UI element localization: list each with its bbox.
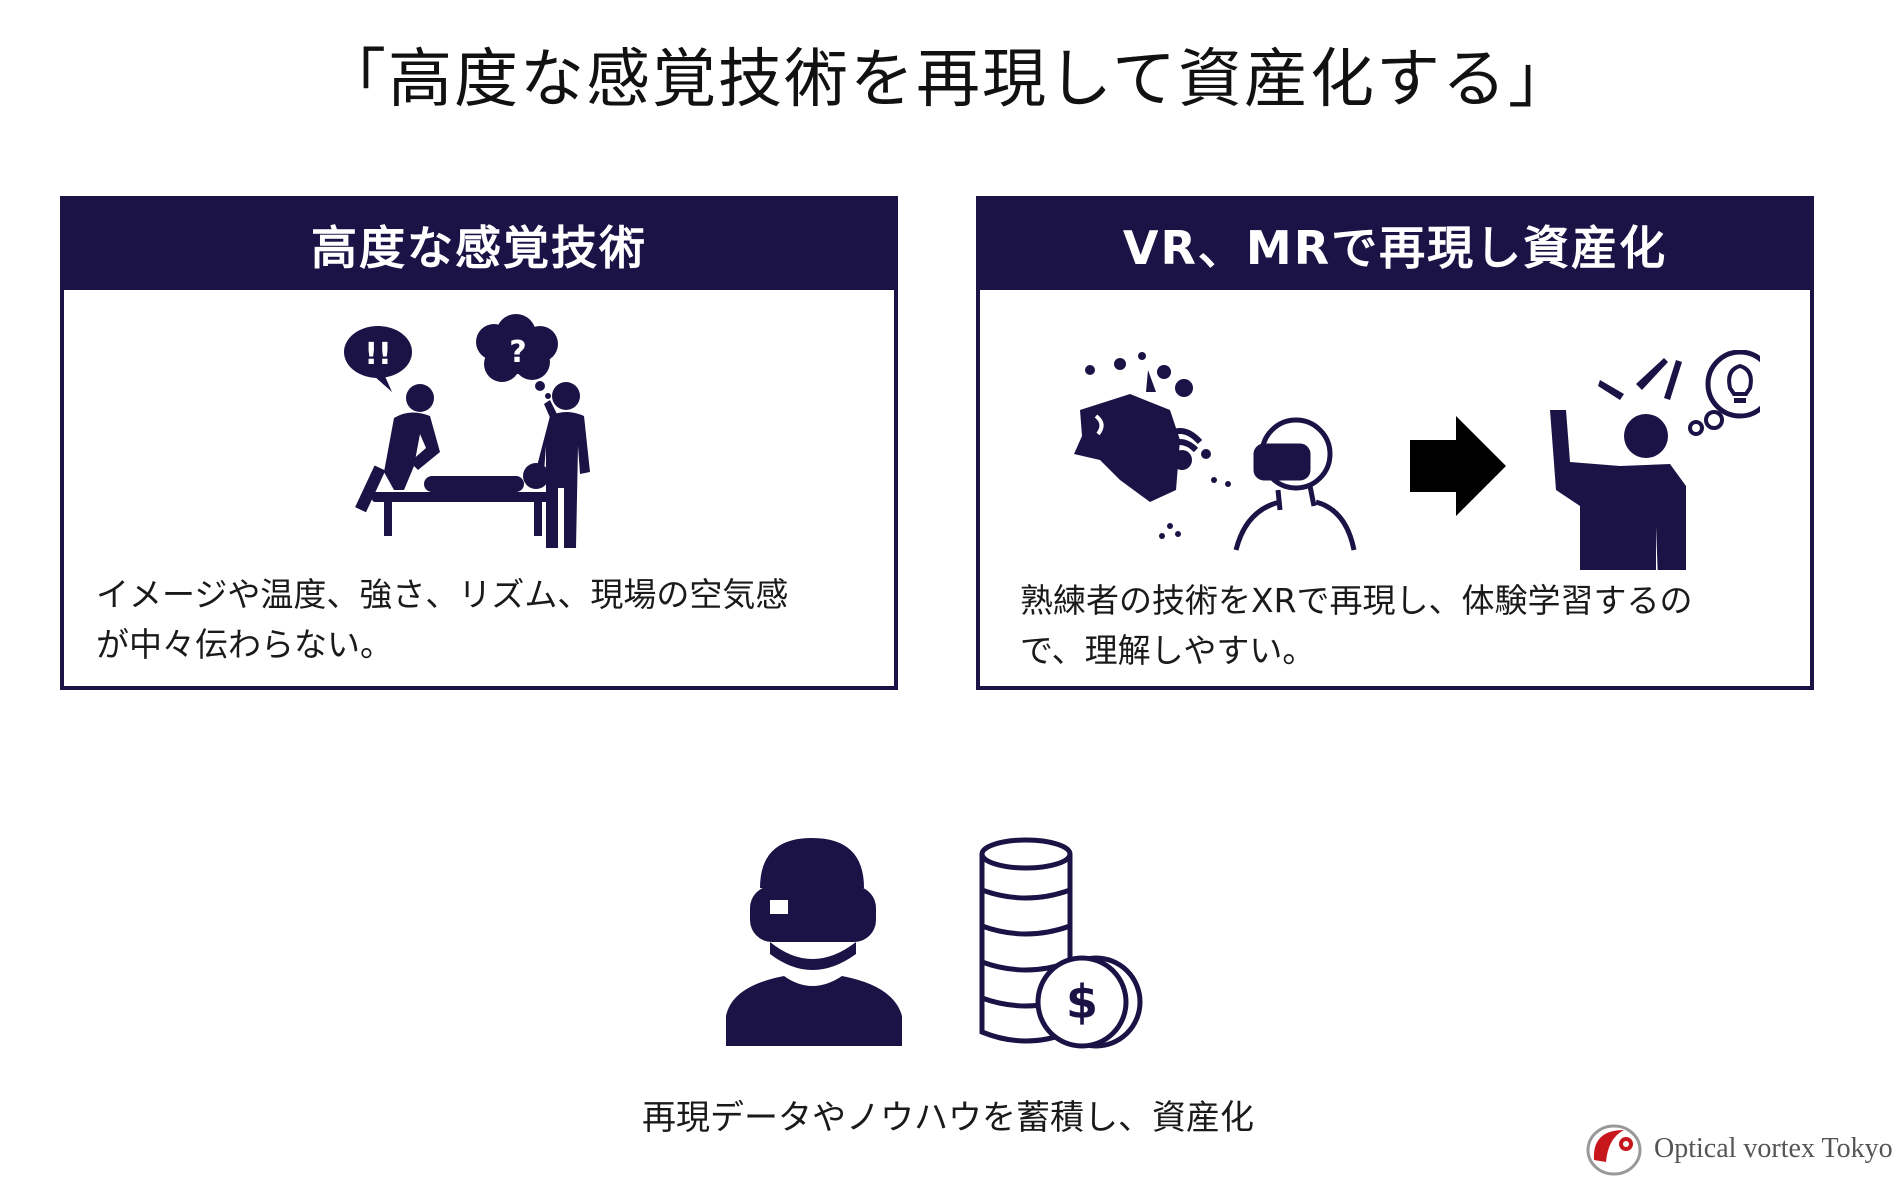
bottom-caption: 再現データやノウハウを蓄積し、資産化 bbox=[642, 1098, 1254, 1138]
panel-description: イメージや温度、強さ、リズム、現場の空気感 が中々伝わらない。 bbox=[96, 570, 876, 670]
vortex-logo-icon bbox=[1586, 1124, 1642, 1176]
svg-text:!!: !! bbox=[364, 337, 391, 372]
vr-user-icon bbox=[726, 838, 902, 1046]
observer-figure bbox=[536, 382, 590, 548]
description-line: が中々伝わらない。 bbox=[96, 625, 393, 664]
thought-bubble-icon: ? ?? bbox=[476, 314, 571, 400]
panel-header: 高度な感覚技術 bbox=[64, 200, 894, 290]
page-title: 「高度な感覚技術を再現して資産化する」 bbox=[321, 43, 1575, 117]
dollar-icon: $ bbox=[1066, 975, 1098, 1029]
description-line: で、理解しやすい。 bbox=[1020, 631, 1316, 670]
coin-stack-icon bbox=[979, 837, 1143, 1049]
vr-learning-flow-illustration bbox=[1074, 350, 1760, 570]
vr-user-outline-icon bbox=[1233, 417, 1357, 551]
vr-and-coins-illustration: $ bbox=[726, 837, 1143, 1049]
massage-confused-observer-illustration: !! ? ?? bbox=[344, 314, 590, 548]
speech-bubble-icon: !! bbox=[344, 326, 412, 392]
description-line: 熟練者の技術をXRで再現し、体験学習するの bbox=[1020, 581, 1693, 620]
brand-name: Optical vortex Tokyo bbox=[1654, 1133, 1893, 1164]
sensory-skill-panel: 高度な感覚技術 !! ? ?? bbox=[60, 196, 898, 690]
brand-logo: Optical vortex Tokyo bbox=[1584, 1120, 1893, 1178]
description-line: イメージや温度、強さ、リズム、現場の空気感 bbox=[96, 575, 789, 614]
svg-text:?: ? bbox=[509, 335, 526, 370]
enlightened-person-icon bbox=[1550, 350, 1760, 570]
panel-header: VR、MRで再現し資産化 bbox=[980, 200, 1810, 290]
vr-mr-panel: VR、MRで再現し資産化 bbox=[976, 196, 1814, 690]
expert-head-icon bbox=[1074, 352, 1231, 539]
panel-description: 熟練者の技術をXRで再現し、体験学習するの で、理解しやすい。 bbox=[1020, 576, 1800, 676]
arrow-right-icon bbox=[1410, 416, 1506, 516]
treatment-bed bbox=[372, 463, 550, 536]
practitioner-figure bbox=[355, 384, 440, 513]
